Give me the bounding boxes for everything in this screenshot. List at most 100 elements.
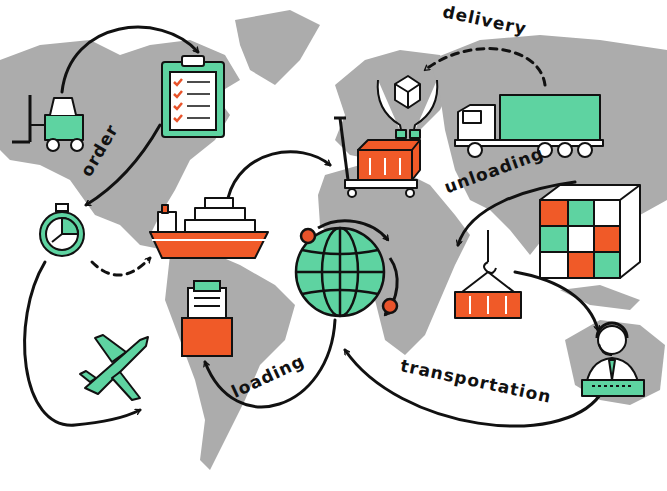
truck-icon-part xyxy=(578,143,592,157)
greenland xyxy=(235,10,320,85)
pallet-jack-icon-part xyxy=(340,118,348,180)
container-stack-icon-part xyxy=(568,200,594,226)
clipboard-icon-part-part xyxy=(174,79,182,85)
clipboard-icon-part xyxy=(170,72,216,130)
hands-with-box-icon-part xyxy=(395,76,420,108)
arrow-transportation xyxy=(345,350,600,426)
container-stack-icon-part xyxy=(540,185,640,278)
flow-label: delivery xyxy=(441,3,528,37)
truck-icon-part xyxy=(458,105,495,140)
pallet-jack-icon-part xyxy=(358,150,412,180)
globe-icon-part xyxy=(296,228,384,316)
container-stack-icon-part xyxy=(594,226,620,252)
container-stack-icon-part xyxy=(594,252,620,278)
globe-icon-part xyxy=(318,221,388,240)
clipboard-icon-part-part xyxy=(187,81,210,83)
arrow-crane-to-service xyxy=(515,272,598,330)
ship-icon-part xyxy=(185,220,255,232)
clipboard-icon-part-part xyxy=(187,93,210,95)
globe-icon xyxy=(296,221,397,316)
stopwatch-icon-part xyxy=(52,234,62,242)
clipboard-icon-part-part xyxy=(174,115,182,121)
globe-icon-part xyxy=(383,299,397,313)
truck-icon-part xyxy=(500,95,600,140)
ship-icon-part xyxy=(150,232,268,258)
customer-service-icon-part xyxy=(582,380,644,396)
truck-icon-part xyxy=(558,143,572,157)
ship-icon xyxy=(150,198,268,258)
hands-with-box-icon-part xyxy=(413,80,437,135)
customer-service-icon xyxy=(582,323,644,396)
globe-icon-part xyxy=(296,271,384,274)
plane-icon xyxy=(80,335,148,400)
box-stack-icon-part xyxy=(182,318,232,356)
container-stack-icon-part xyxy=(568,226,594,252)
flow-label: transportation xyxy=(399,357,553,406)
flow-arrows xyxy=(25,27,600,426)
hands-with-box-icon-part xyxy=(396,130,406,138)
globe-icon-part xyxy=(302,290,378,294)
customer-service-icon-part xyxy=(599,344,612,355)
forklift-icon-part xyxy=(50,98,76,115)
container-stack-icon-part xyxy=(540,185,640,278)
forklift-icon-part xyxy=(45,115,83,140)
south-america xyxy=(165,250,295,470)
indonesia xyxy=(560,285,640,310)
ship-icon-part xyxy=(162,205,168,213)
globe-icon-part xyxy=(301,229,315,243)
box-stack-icon-part xyxy=(194,305,220,307)
hands-with-box-icon-part xyxy=(378,80,402,135)
crane-hook-icon-part xyxy=(462,272,514,292)
forklift-icon xyxy=(12,95,83,151)
box-stack-icon-part xyxy=(194,281,220,291)
customer-service-icon-part xyxy=(609,360,615,380)
stopwatch-icon-part xyxy=(46,218,78,250)
clipboard-icon-part-part xyxy=(187,117,210,119)
pallet-jack-icon-part xyxy=(399,158,401,175)
pallet-jack-icon-part xyxy=(334,117,346,120)
pallet-jack-icon-part xyxy=(348,189,356,197)
world-map xyxy=(0,10,667,470)
container-stack-icon-part xyxy=(540,252,568,278)
forklift-icon-part xyxy=(30,124,45,126)
clipboard-icon xyxy=(162,56,224,137)
stopwatch-icon-part xyxy=(62,218,78,234)
arrow-stopwatch-to-plane xyxy=(25,262,140,425)
crane-hook-icon-part xyxy=(487,296,489,314)
box-stack-icon xyxy=(182,281,232,356)
ship-icon-part xyxy=(158,212,176,232)
pallet-jack-icon-part xyxy=(369,158,371,175)
truck-icon-part xyxy=(463,111,481,123)
arrow-stopwatch-to-ship xyxy=(92,258,150,275)
plane-icon-part xyxy=(95,335,126,362)
globe-icon-part xyxy=(302,250,378,254)
container-stack-icon-part xyxy=(540,226,568,252)
plane-icon-part xyxy=(80,371,96,382)
clipboard-icon-part-part xyxy=(174,103,182,109)
box-stack-icon-part xyxy=(188,288,226,318)
pallet-jack-icon xyxy=(334,118,420,197)
australia xyxy=(565,320,665,405)
truck-icon-part xyxy=(468,143,482,157)
clipboard-icon-part xyxy=(162,62,224,137)
arrow-ship-to-pallet xyxy=(228,152,330,198)
ship-icon-part xyxy=(195,208,245,220)
forklift-icon-part xyxy=(71,139,83,151)
pallet-jack-icon-part xyxy=(384,158,386,175)
hands-with-box-icon xyxy=(378,76,438,138)
hands-with-box-icon-part xyxy=(395,84,420,108)
pallet-jack-icon-part xyxy=(406,189,414,197)
forklift-icon-part xyxy=(12,141,30,144)
crane-hook-icon-part xyxy=(469,296,471,314)
pallet-jack-icon-part xyxy=(345,180,417,188)
plane-icon-part xyxy=(112,372,140,400)
clipboard-icon-part xyxy=(187,82,210,118)
stopwatch-icon xyxy=(40,204,84,256)
pallet-jack-icon-part xyxy=(358,140,420,180)
customer-service-icon-part xyxy=(592,385,634,387)
hands-with-box-icon-part xyxy=(410,130,420,138)
clipboard-icon-part xyxy=(174,79,182,121)
stopwatch-icon-part xyxy=(40,212,84,256)
